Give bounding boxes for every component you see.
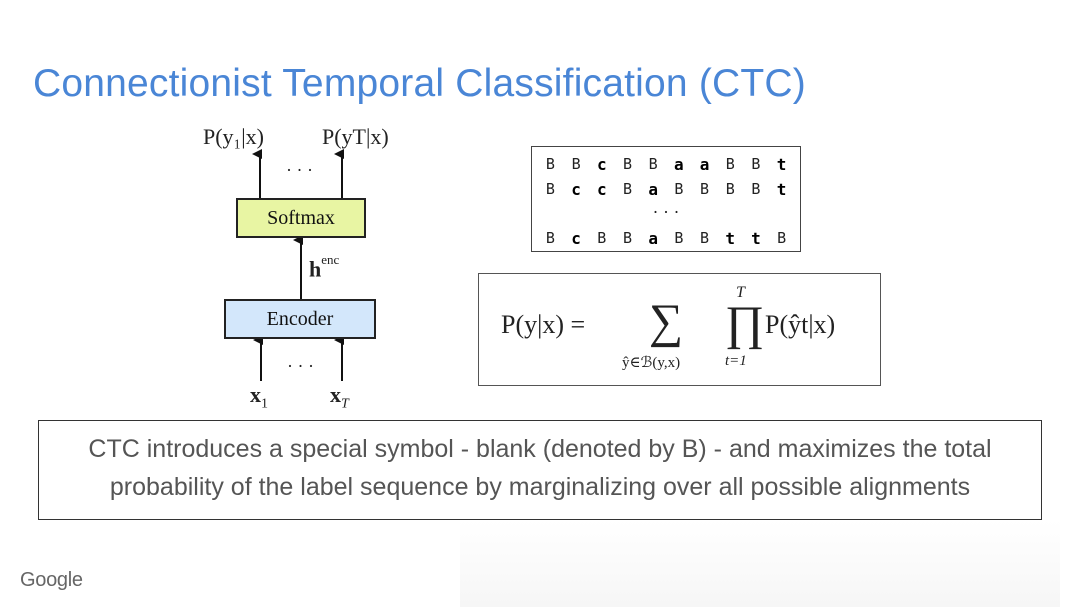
- product-symbol: ∏: [725, 297, 765, 350]
- alignment-label-token: a: [674, 155, 684, 174]
- alignment-label-token: a: [648, 180, 658, 199]
- sum-symbol: ∑: [649, 295, 684, 348]
- google-logo: Google: [20, 569, 83, 591]
- softmax-box: Softmax: [236, 198, 366, 238]
- ctc-formula-box: P(y|x) = ∑ ŷ∈ℬ(y,x) T ∏ t=1 P(ŷt|x): [478, 273, 881, 386]
- alignment-blank-token: B: [777, 229, 787, 247]
- input-last: xT: [330, 382, 349, 412]
- alignment-blank-token: B: [622, 229, 632, 247]
- alignment-label-token: a: [699, 155, 710, 174]
- output-prob-first: P(y₁|x): [203, 124, 264, 149]
- alignment-blank-token: B: [751, 155, 761, 173]
- alignment-ellipsis: · · ·: [652, 202, 680, 222]
- alignment-label-token: t: [751, 229, 761, 248]
- alignment-blank-token: B: [545, 180, 555, 198]
- encoder-box: Encoder: [224, 299, 376, 339]
- alignment-label-token: a: [648, 229, 658, 248]
- alignment-label-token: c: [571, 229, 581, 248]
- description-line-2: probability of the label sequence by mar…: [109, 473, 971, 501]
- input-first: x1: [250, 382, 268, 412]
- alignment-blank-token: B: [725, 180, 735, 198]
- alignment-blank-token: B: [674, 180, 684, 198]
- alignment-blank-token: B: [622, 155, 632, 173]
- alignment-blank-token: B: [545, 229, 555, 247]
- alignment-blank-token: B: [648, 155, 658, 173]
- output-dots: · · ·: [286, 160, 313, 180]
- description-line-1: CTC introduces a special symbol - blank …: [88, 435, 992, 463]
- alignment-blank-token: B: [597, 229, 607, 247]
- product-superscript: T: [736, 284, 745, 301]
- alignment-label-token: c: [596, 155, 607, 174]
- alignment-blank-token: B: [700, 229, 710, 247]
- alignment-blank-token: B: [751, 180, 761, 198]
- alignment-label-token: t: [725, 229, 736, 248]
- alignment-label-token: c: [571, 180, 581, 199]
- alignment-blank-token: B: [622, 180, 632, 198]
- alignment-label-token: t: [776, 155, 787, 174]
- alignment-blank-token: B: [571, 155, 581, 173]
- sum-subscript: ŷ∈ℬ(y,x): [622, 355, 681, 371]
- hidden-state-label: henc: [309, 252, 340, 282]
- output-prob-last: P(yT|x): [322, 124, 389, 149]
- product-subscript: t=1: [725, 353, 747, 369]
- alignment-blank-token: B: [545, 155, 555, 173]
- alignment-blank-token: B: [725, 155, 735, 173]
- description-box: CTC introduces a special symbol - blank …: [38, 420, 1042, 520]
- alignment-blank-token: B: [674, 229, 684, 247]
- formula-rhs: P(ŷt|x): [765, 310, 836, 339]
- formula-lhs: P(y|x) =: [501, 310, 586, 339]
- alignment-label-token: c: [596, 180, 607, 199]
- alignment-blank-token: B: [700, 180, 710, 198]
- footer-band: [460, 520, 1060, 607]
- input-dots: · · ·: [287, 356, 314, 376]
- slide-title: Connectionist Temporal Classification (C…: [33, 62, 806, 105]
- alignment-label-token: t: [776, 180, 787, 199]
